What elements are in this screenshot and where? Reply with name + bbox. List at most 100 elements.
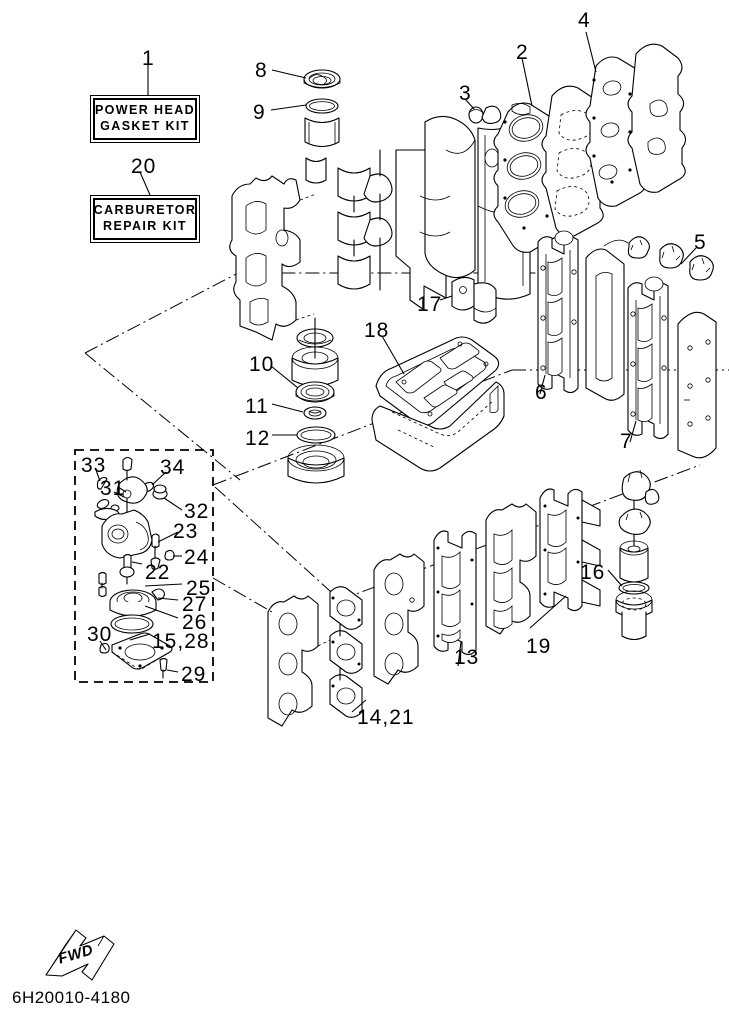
part-29-screw	[159, 657, 168, 672]
part-6-reed-valve-gasket	[537, 230, 579, 394]
manifold-body-right	[485, 503, 537, 635]
callout-16: 16	[580, 561, 606, 584]
part-7-reed-valve-gasket	[627, 276, 669, 440]
part-19-manifold-gasket	[539, 488, 601, 612]
callout-29: 29	[181, 663, 207, 686]
callout-5: 5	[694, 231, 707, 254]
part-24-clip	[164, 549, 175, 561]
leader-19	[529, 595, 567, 629]
filter-cup	[615, 590, 653, 641]
callout-6: 6	[535, 381, 548, 404]
part-10-bearing	[295, 381, 335, 403]
callout-22: 22	[145, 561, 171, 584]
crankcase-left-half	[229, 175, 317, 341]
callout-2: 2	[516, 41, 529, 64]
callout-14-21: 14,21	[357, 706, 415, 729]
part-number: 6H20010-4180	[12, 988, 131, 1007]
leader-4	[585, 31, 597, 73]
part-3-dowel-pin	[468, 105, 502, 124]
reed-valve-group	[537, 230, 717, 459]
callout-1: 1	[142, 47, 155, 70]
leader-14-21	[351, 699, 367, 713]
part-15-28-base-gasket	[111, 632, 173, 671]
callout-31: 31	[100, 477, 126, 500]
kit-line-2: REPAIR KIT	[103, 219, 187, 233]
callout-7: 7	[620, 430, 633, 453]
leader-11	[271, 403, 304, 413]
callout-4: 4	[578, 9, 591, 32]
carburetor-body	[101, 509, 153, 559]
kit-line-1: CARBURETOR	[93, 203, 197, 218]
kit-box-power-head: POWER HEAD GASKET KIT	[90, 95, 200, 143]
callout-33: 33	[81, 454, 107, 477]
crankshaft-and-pistons	[305, 149, 393, 291]
kit-line-1: POWER HEAD	[94, 103, 196, 118]
crankcase-assembly	[229, 69, 531, 341]
part-23-pilot-screw	[151, 533, 160, 549]
leader-7	[629, 420, 637, 443]
intake-manifold-plate	[585, 248, 625, 401]
leader-16	[607, 569, 623, 587]
kit-line-2: GASKET KIT	[100, 119, 190, 133]
carb-body-top	[116, 476, 148, 504]
carburetor-detail-contents	[94, 456, 183, 679]
part-16-o-ring	[618, 581, 650, 595]
leader-18	[381, 335, 405, 375]
part-4-head-cover-gasket	[585, 43, 687, 207]
lower-seal-housing	[287, 444, 345, 484]
leader-9	[270, 104, 307, 111]
callout-13: 13	[454, 646, 480, 669]
part-11-bearing-small	[303, 406, 327, 420]
callout-20: 20	[131, 155, 157, 178]
callout-23: 23	[173, 520, 199, 543]
part-27-float-bowl	[109, 588, 165, 617]
manifold-gasket-group	[267, 488, 601, 727]
leader-5	[680, 247, 697, 265]
leader-13	[457, 641, 462, 667]
leader-2	[521, 57, 533, 107]
callout-30: 30	[87, 623, 113, 646]
part-12-o-ring	[296, 426, 336, 444]
leader-20	[139, 171, 151, 196]
part-14-21-gasket	[329, 586, 363, 718]
leader-8	[271, 69, 307, 79]
callout-25: 25	[186, 577, 212, 600]
carb-needle-jet	[122, 456, 133, 472]
callout-17: 17	[417, 293, 443, 316]
intake-cover-plate	[677, 311, 717, 459]
callout-8: 8	[255, 59, 268, 82]
detail-link-chain	[212, 577, 273, 613]
callout-19: 19	[526, 635, 552, 658]
callout-10: 10	[249, 353, 275, 376]
callout-34: 34	[160, 456, 186, 479]
bearing-stack-group	[270, 317, 345, 484]
part-8-oil-seal	[303, 69, 341, 89]
part-5-rubber-grommets	[603, 236, 714, 281]
fuel-filter-assembly	[607, 469, 660, 641]
callout-27: 27	[182, 593, 208, 616]
filter-element	[619, 540, 649, 583]
part-17-bracket	[451, 276, 497, 324]
carburetor-detail-frame-rect	[74, 449, 214, 683]
callout-32: 32	[184, 500, 210, 523]
callout-3: 3	[459, 82, 472, 105]
crankcase-bearing-housing	[304, 117, 340, 148]
callout-12: 12	[245, 427, 271, 450]
leader-17	[439, 295, 453, 301]
bearing-housing-cup	[291, 337, 339, 387]
part-25-screw	[119, 566, 135, 578]
cylinder-head-group	[493, 31, 687, 253]
callout-15-28: 15,28	[152, 630, 210, 653]
fwd-arrow	[45, 929, 115, 981]
callout-26: 26	[182, 611, 208, 634]
part-9-o-ring	[305, 98, 339, 114]
exhaust-cover-left	[267, 595, 331, 727]
kit-box-carburetor: CARBURETOR REPAIR KIT	[90, 195, 200, 243]
callout-11: 11	[245, 395, 269, 418]
leader-10	[270, 365, 299, 389]
manifold-body-middle	[373, 553, 425, 685]
callout-24: 24	[184, 546, 210, 569]
leader-3	[465, 99, 475, 110]
